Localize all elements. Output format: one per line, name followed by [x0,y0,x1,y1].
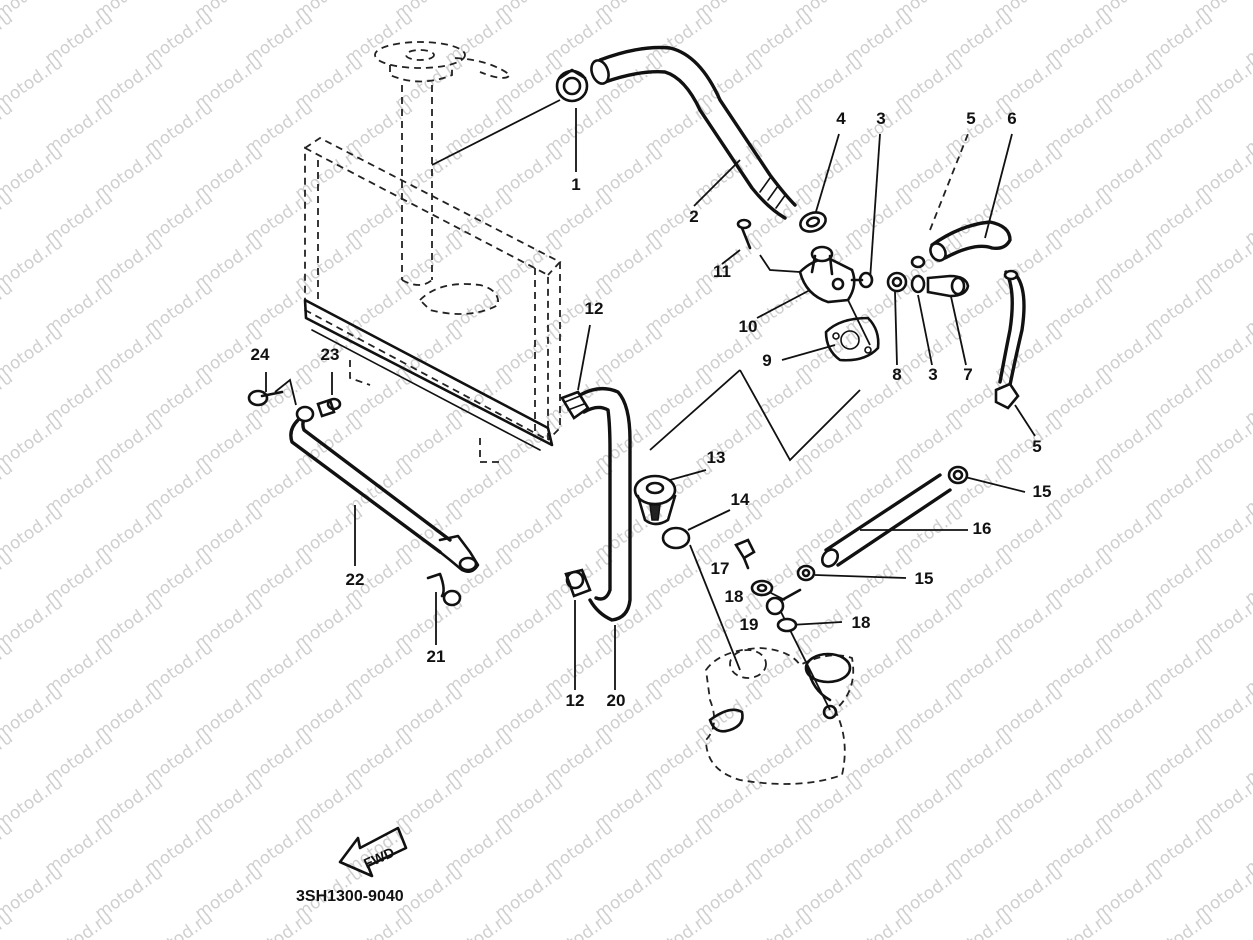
callout-c21: 21 [427,647,446,666]
thermostat [633,474,677,526]
callout-c6: 6 [1007,109,1016,128]
hose-clamp-4 [799,211,827,233]
watermark-text: motod.ru [0,458,17,519]
bolt-11 [736,218,752,250]
watermark-text: motod.ru [0,98,17,159]
callout-c5b: 5 [1032,437,1041,456]
watermark-text: motod.ru [41,908,116,940]
washer-18a [750,579,774,597]
water-pump-housing [705,647,855,785]
hose-20 [560,386,632,622]
watermark-text: motod.ru [341,908,416,940]
bolt-24 [247,389,284,407]
watermark-text: motod.ru [441,908,516,940]
hose-16 [796,465,969,582]
callout-c18a: 18 [725,587,744,606]
callout-c14: 14 [731,490,750,509]
callout-c7: 7 [963,365,972,384]
callout-c23: 23 [321,345,340,364]
watermark-text: motod.ru [0,368,17,429]
callout-c5a: 5 [966,109,975,128]
callout-c22: 22 [346,570,365,589]
thermostat-housing [798,245,874,304]
watermark-text: motod.ru [541,908,616,940]
thermostat-gasket [824,316,880,362]
bypass-hose [929,220,1012,262]
washer-23 [326,397,342,411]
watermark-text: motod.ru [0,188,17,249]
bolt-17 [734,538,756,570]
hose-clamp-1 [555,68,589,103]
watermark-text: motod.ru [141,908,216,940]
callout-c12b: 12 [566,691,585,710]
callout-c16: 16 [973,519,992,538]
callout-c15a: 15 [1033,482,1052,501]
callout-c13: 13 [707,448,726,467]
bolt-19 [765,588,802,616]
callout-c15b: 15 [915,569,934,588]
callout-c9: 9 [762,351,771,370]
callout-c1: 1 [571,175,580,194]
watermark-text: motod.ru [641,908,716,940]
callout-c24: 24 [251,345,270,364]
watermark-text: motod.ru [0,728,17,789]
small-hose [994,269,1026,410]
clamp-21 [426,572,462,607]
fitting-set [886,255,970,298]
watermark-text: motod.ru [1241,908,1253,940]
callout-c12a: 12 [585,299,604,318]
radiator [303,136,562,463]
upper-hose [590,45,797,220]
watermark-text: motod.ru [241,908,316,940]
callout-c2: 2 [689,207,698,226]
watermark-text: motod.ru [0,818,17,879]
diagram-part-code: 3SH1300-9040 [296,888,404,905]
watermark-text: motod.ru [0,548,17,609]
washer-18b [776,617,798,633]
watermark-text: motod.ru [941,908,1016,940]
watermark-text: motod.ru [1141,908,1216,940]
watermark-text: motod.ru [841,908,916,940]
callout-c20: 20 [607,691,626,710]
callout-c8: 8 [892,365,901,384]
watermark-text: motod.ru [741,908,816,940]
callout-c3b: 3 [928,365,937,384]
callout-c18b: 18 [852,613,871,632]
callout-c19: 19 [740,615,759,634]
watermark-text: motod.ru [0,638,17,699]
o-ring-14 [661,526,691,550]
callout-c3a: 3 [876,109,885,128]
radiator-filler-neck [374,41,512,315]
watermark-text: motod.ru [0,278,17,339]
callout-c4: 4 [836,109,846,128]
watermark-text: motod.ru [1041,908,1116,940]
leader-lines [265,99,1036,711]
hose-22 [289,398,480,573]
callout-c11: 11 [713,262,731,281]
callout-c17: 17 [711,559,730,578]
callout-c10: 10 [739,317,758,336]
watermark-text: motod.ru [0,8,17,69]
